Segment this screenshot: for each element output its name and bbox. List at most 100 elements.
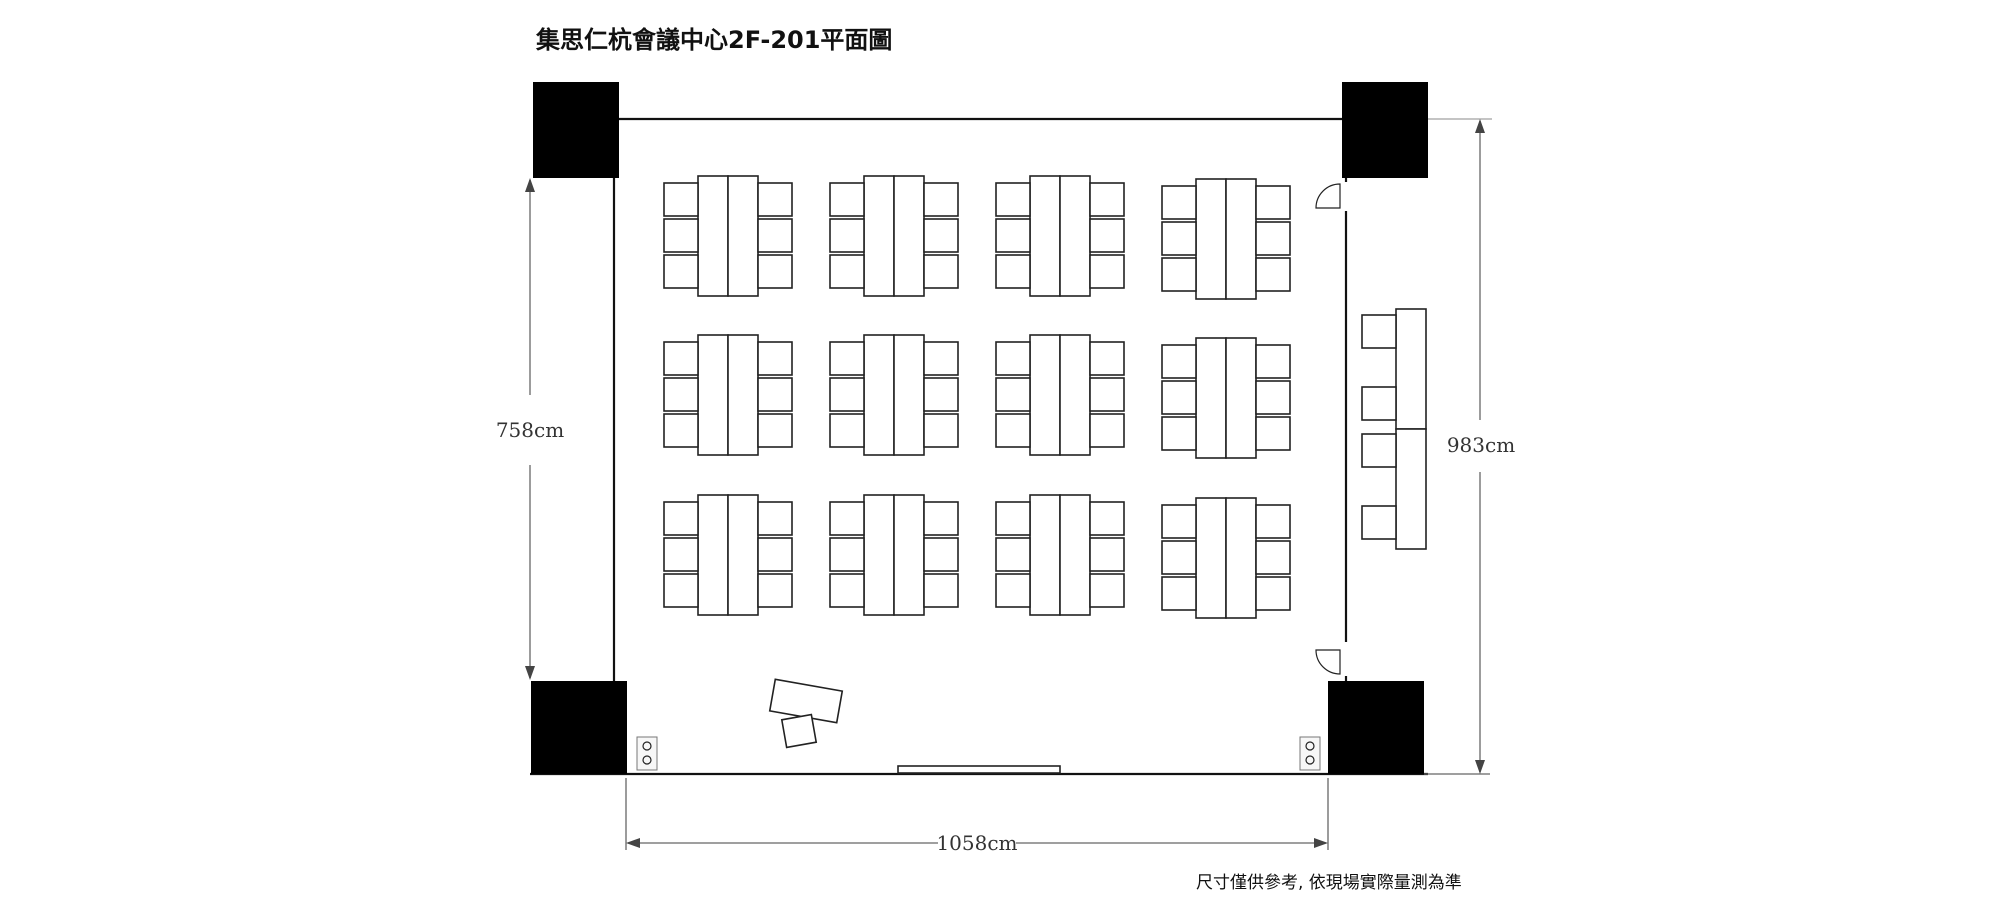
chair <box>1255 344 1291 379</box>
chair <box>663 377 699 412</box>
chair <box>995 341 1031 376</box>
chair <box>923 413 959 448</box>
chair <box>923 182 959 217</box>
table <box>863 334 895 456</box>
chair <box>663 573 699 608</box>
chair <box>663 413 699 448</box>
table-groups <box>663 175 1291 619</box>
chair <box>923 537 959 572</box>
table-cluster <box>995 334 1125 456</box>
table-cluster <box>829 494 959 616</box>
table-cluster <box>1161 337 1291 459</box>
table <box>697 494 729 616</box>
chair <box>757 537 793 572</box>
chair <box>995 182 1031 217</box>
chair <box>829 537 865 572</box>
table <box>697 334 729 456</box>
dimension-left-label: 758cm <box>496 418 564 442</box>
table-cluster <box>663 494 793 616</box>
chair <box>995 254 1031 289</box>
table <box>1059 175 1091 297</box>
chair <box>757 341 793 376</box>
table <box>1029 334 1061 456</box>
dimension-bottom: 1058cm <box>625 778 1329 855</box>
table <box>727 334 759 456</box>
chair <box>995 218 1031 253</box>
table-cluster <box>829 175 959 297</box>
chair <box>757 413 793 448</box>
table-cluster <box>995 175 1125 297</box>
chair <box>1161 221 1197 256</box>
chair <box>757 182 793 217</box>
chair <box>829 573 865 608</box>
pillars <box>531 82 1428 774</box>
chair <box>1089 182 1125 217</box>
table-cluster <box>829 334 959 456</box>
chair <box>829 182 865 217</box>
table-cluster <box>1161 497 1291 619</box>
chair <box>1089 341 1125 376</box>
chair <box>829 341 865 376</box>
room-walls <box>530 117 1492 776</box>
chair <box>923 218 959 253</box>
floor-plan-title: 集思仁杭會議中心2F-201平面圖 <box>536 26 893 54</box>
dimension-left: 758cm <box>496 178 564 680</box>
chair <box>1089 254 1125 289</box>
side-tables <box>1361 308 1427 550</box>
chair <box>1255 380 1291 415</box>
table <box>1059 334 1091 456</box>
chair <box>757 377 793 412</box>
dimension-bottom-label: 1058cm <box>936 831 1017 855</box>
chair <box>663 537 699 572</box>
projection-screen <box>897 765 1061 774</box>
chair <box>757 501 793 536</box>
chair <box>829 254 865 289</box>
chair <box>829 218 865 253</box>
disclaimer-note: 尺寸僅供參考, 依現場實際量測為準 <box>1196 873 1462 893</box>
pillar-top-right <box>1342 82 1428 178</box>
chair <box>829 501 865 536</box>
chair <box>1161 504 1197 539</box>
side-table <box>1395 428 1427 550</box>
chair <box>1089 501 1125 536</box>
table <box>697 175 729 297</box>
table <box>1029 494 1061 616</box>
side-chair <box>1361 433 1397 468</box>
table <box>1029 175 1061 297</box>
chair <box>1089 573 1125 608</box>
chair <box>1255 504 1291 539</box>
table-cluster <box>1161 178 1291 300</box>
chair <box>829 413 865 448</box>
table <box>1195 337 1227 459</box>
chair <box>995 501 1031 536</box>
chair <box>995 573 1031 608</box>
side-chair <box>1361 314 1397 349</box>
chair <box>923 501 959 536</box>
chair <box>1161 185 1197 220</box>
table-cluster <box>995 494 1125 616</box>
chair <box>995 377 1031 412</box>
chair <box>995 413 1031 448</box>
pillar-top-left <box>533 82 619 178</box>
chair <box>923 341 959 376</box>
table <box>1225 337 1257 459</box>
chair <box>1089 218 1125 253</box>
table <box>893 334 925 456</box>
chair <box>1255 576 1291 611</box>
table <box>1225 497 1257 619</box>
table <box>863 494 895 616</box>
chair <box>923 377 959 412</box>
table <box>727 494 759 616</box>
chair <box>1161 540 1197 575</box>
chair <box>1255 257 1291 292</box>
chair <box>1161 576 1197 611</box>
side-table <box>1395 308 1427 430</box>
chair <box>1161 380 1197 415</box>
chair <box>923 254 959 289</box>
door-lower-right <box>1315 649 1341 675</box>
chair <box>1089 413 1125 448</box>
pillar-bottom-left <box>531 681 627 774</box>
chair <box>1255 540 1291 575</box>
side-chair <box>1361 386 1397 421</box>
chair <box>663 341 699 376</box>
